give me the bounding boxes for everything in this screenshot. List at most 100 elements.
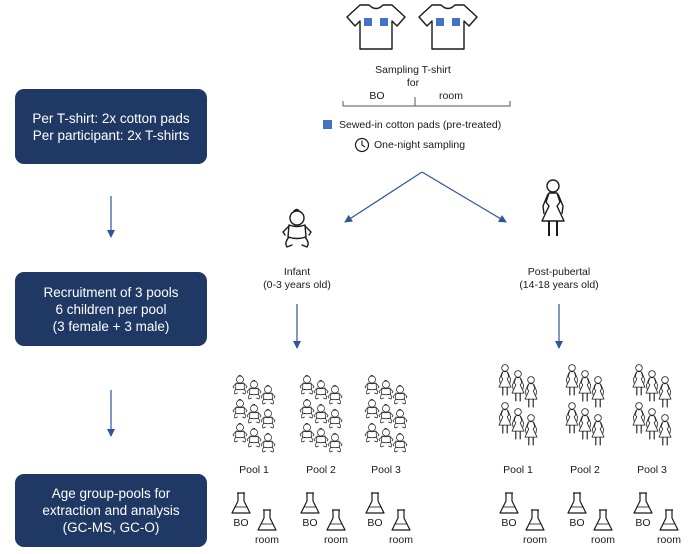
infant-label: Infant (0-3 years old) <box>263 266 331 291</box>
step-line: (3 female + 3 male) <box>52 318 170 334</box>
flask-icon <box>257 509 277 531</box>
arrow-to-postpubertal <box>421 171 507 223</box>
step-box-sampling: Per T-shirt: 2x cotton pads Per particip… <box>15 89 207 164</box>
flask-icon <box>525 509 545 531</box>
woman-icon <box>578 370 592 402</box>
step-line: Recruitment of 3 pools <box>43 284 179 300</box>
cotton-pad-icon <box>323 120 332 129</box>
flask-icon <box>659 509 679 531</box>
baby-icon <box>299 422 315 443</box>
baby-icon <box>392 432 408 453</box>
pool-label: Pool 1 <box>503 464 533 476</box>
flask-icon <box>567 492 587 514</box>
pool-icons <box>232 364 672 453</box>
woman-icon <box>511 370 525 402</box>
legend-time-text: One-night sampling <box>374 139 466 151</box>
baby-icon <box>364 398 380 419</box>
woman-icon <box>498 402 512 434</box>
baby-icon <box>246 379 262 400</box>
pool-cluster <box>299 374 343 453</box>
pool-cluster <box>232 374 276 453</box>
baby-icon <box>232 422 248 443</box>
baby-icon <box>246 427 262 448</box>
baby-icon <box>378 427 394 448</box>
flask-icon <box>326 509 346 531</box>
pool-cluster <box>364 374 408 453</box>
baby-icon <box>313 379 329 400</box>
flask-label-bo: BO <box>569 517 585 529</box>
woman-icon <box>498 364 512 396</box>
baby-icon <box>392 384 408 405</box>
flask-icon <box>499 492 519 514</box>
flask-label-room: room <box>324 534 348 546</box>
flask-label-room: room <box>657 534 681 546</box>
woman-icon <box>591 414 605 446</box>
baby-icon <box>364 374 380 395</box>
baby-icon <box>260 384 276 405</box>
step-line: (GC-MS, GC-O) <box>62 520 160 535</box>
flask-icon <box>300 492 320 514</box>
flask-label-bo: BO <box>233 517 249 529</box>
step-box-analysis: Age group-pools for extraction and analy… <box>15 474 207 547</box>
baby-icon <box>299 398 315 419</box>
baby-icon <box>327 384 343 405</box>
woman-icon <box>632 364 646 396</box>
clock-icon <box>354 137 370 153</box>
woman-icon <box>658 414 672 446</box>
woman-icon <box>645 370 659 402</box>
pool-label: Pool 3 <box>371 464 401 476</box>
baby-icon <box>327 408 343 429</box>
woman-icon <box>565 364 579 396</box>
pool-label: Pool 1 <box>239 464 269 476</box>
flask-label-bo: BO <box>501 517 517 529</box>
pool-label: Pool 2 <box>570 464 600 476</box>
flask-label-room: room <box>523 534 547 546</box>
baby-icon <box>260 408 276 429</box>
pool-cluster <box>565 364 605 446</box>
baby-icon <box>246 403 262 424</box>
step-box-recruitment: Recruitment of 3 pools 6 children per po… <box>15 272 207 346</box>
woman-icon <box>578 408 592 440</box>
flask-icon <box>231 492 251 514</box>
tshirt-icon <box>418 4 478 50</box>
shirt-label-bo: BO <box>369 90 385 102</box>
baby-icon <box>260 432 276 453</box>
baby-icon <box>232 398 248 419</box>
flask-icon <box>391 509 411 531</box>
flask-icon <box>593 509 613 531</box>
flask-label-bo: BO <box>367 517 383 529</box>
step-line: 6 children per pool <box>55 301 167 317</box>
legend-pads-text: Sewed-in cotton pads (pre-treated) <box>339 119 502 131</box>
step-line: extraction and analysis <box>42 503 180 518</box>
tshirt-icon <box>346 4 406 50</box>
baby-icon <box>282 208 312 248</box>
woman-icon <box>524 376 538 408</box>
baby-icon <box>327 432 343 453</box>
woman-icon <box>632 402 646 434</box>
baby-icon <box>392 408 408 429</box>
flask-icons <box>231 492 679 531</box>
pool-label: Pool 3 <box>637 464 667 476</box>
flask-label-room: room <box>389 534 413 546</box>
baby-icon <box>299 374 315 395</box>
postpubertal-label: Post-pubertal (14-18 years old) <box>519 266 599 291</box>
woman-icon <box>565 402 579 434</box>
flask-label-room: room <box>255 534 279 546</box>
arrow-to-infant <box>344 171 423 223</box>
pool-cluster <box>498 364 538 446</box>
pool-label: Pool 2 <box>306 464 336 476</box>
baby-icon <box>378 403 394 424</box>
woman-icon <box>645 408 659 440</box>
shirt-label-room: room <box>439 90 463 102</box>
flask-label-bo: BO <box>302 517 318 529</box>
woman-icon <box>658 376 672 408</box>
baby-icon <box>378 379 394 400</box>
flask-icon <box>633 492 653 514</box>
step-line: Per T-shirt: 2x cotton pads <box>32 110 190 126</box>
woman-icon <box>524 414 538 446</box>
sampling-title: Sampling T-shirt for <box>375 64 451 89</box>
step-line: Age group-pools for <box>51 486 171 501</box>
step-line: Per participant: 2x T-shirts <box>32 127 190 143</box>
baby-icon <box>313 427 329 448</box>
